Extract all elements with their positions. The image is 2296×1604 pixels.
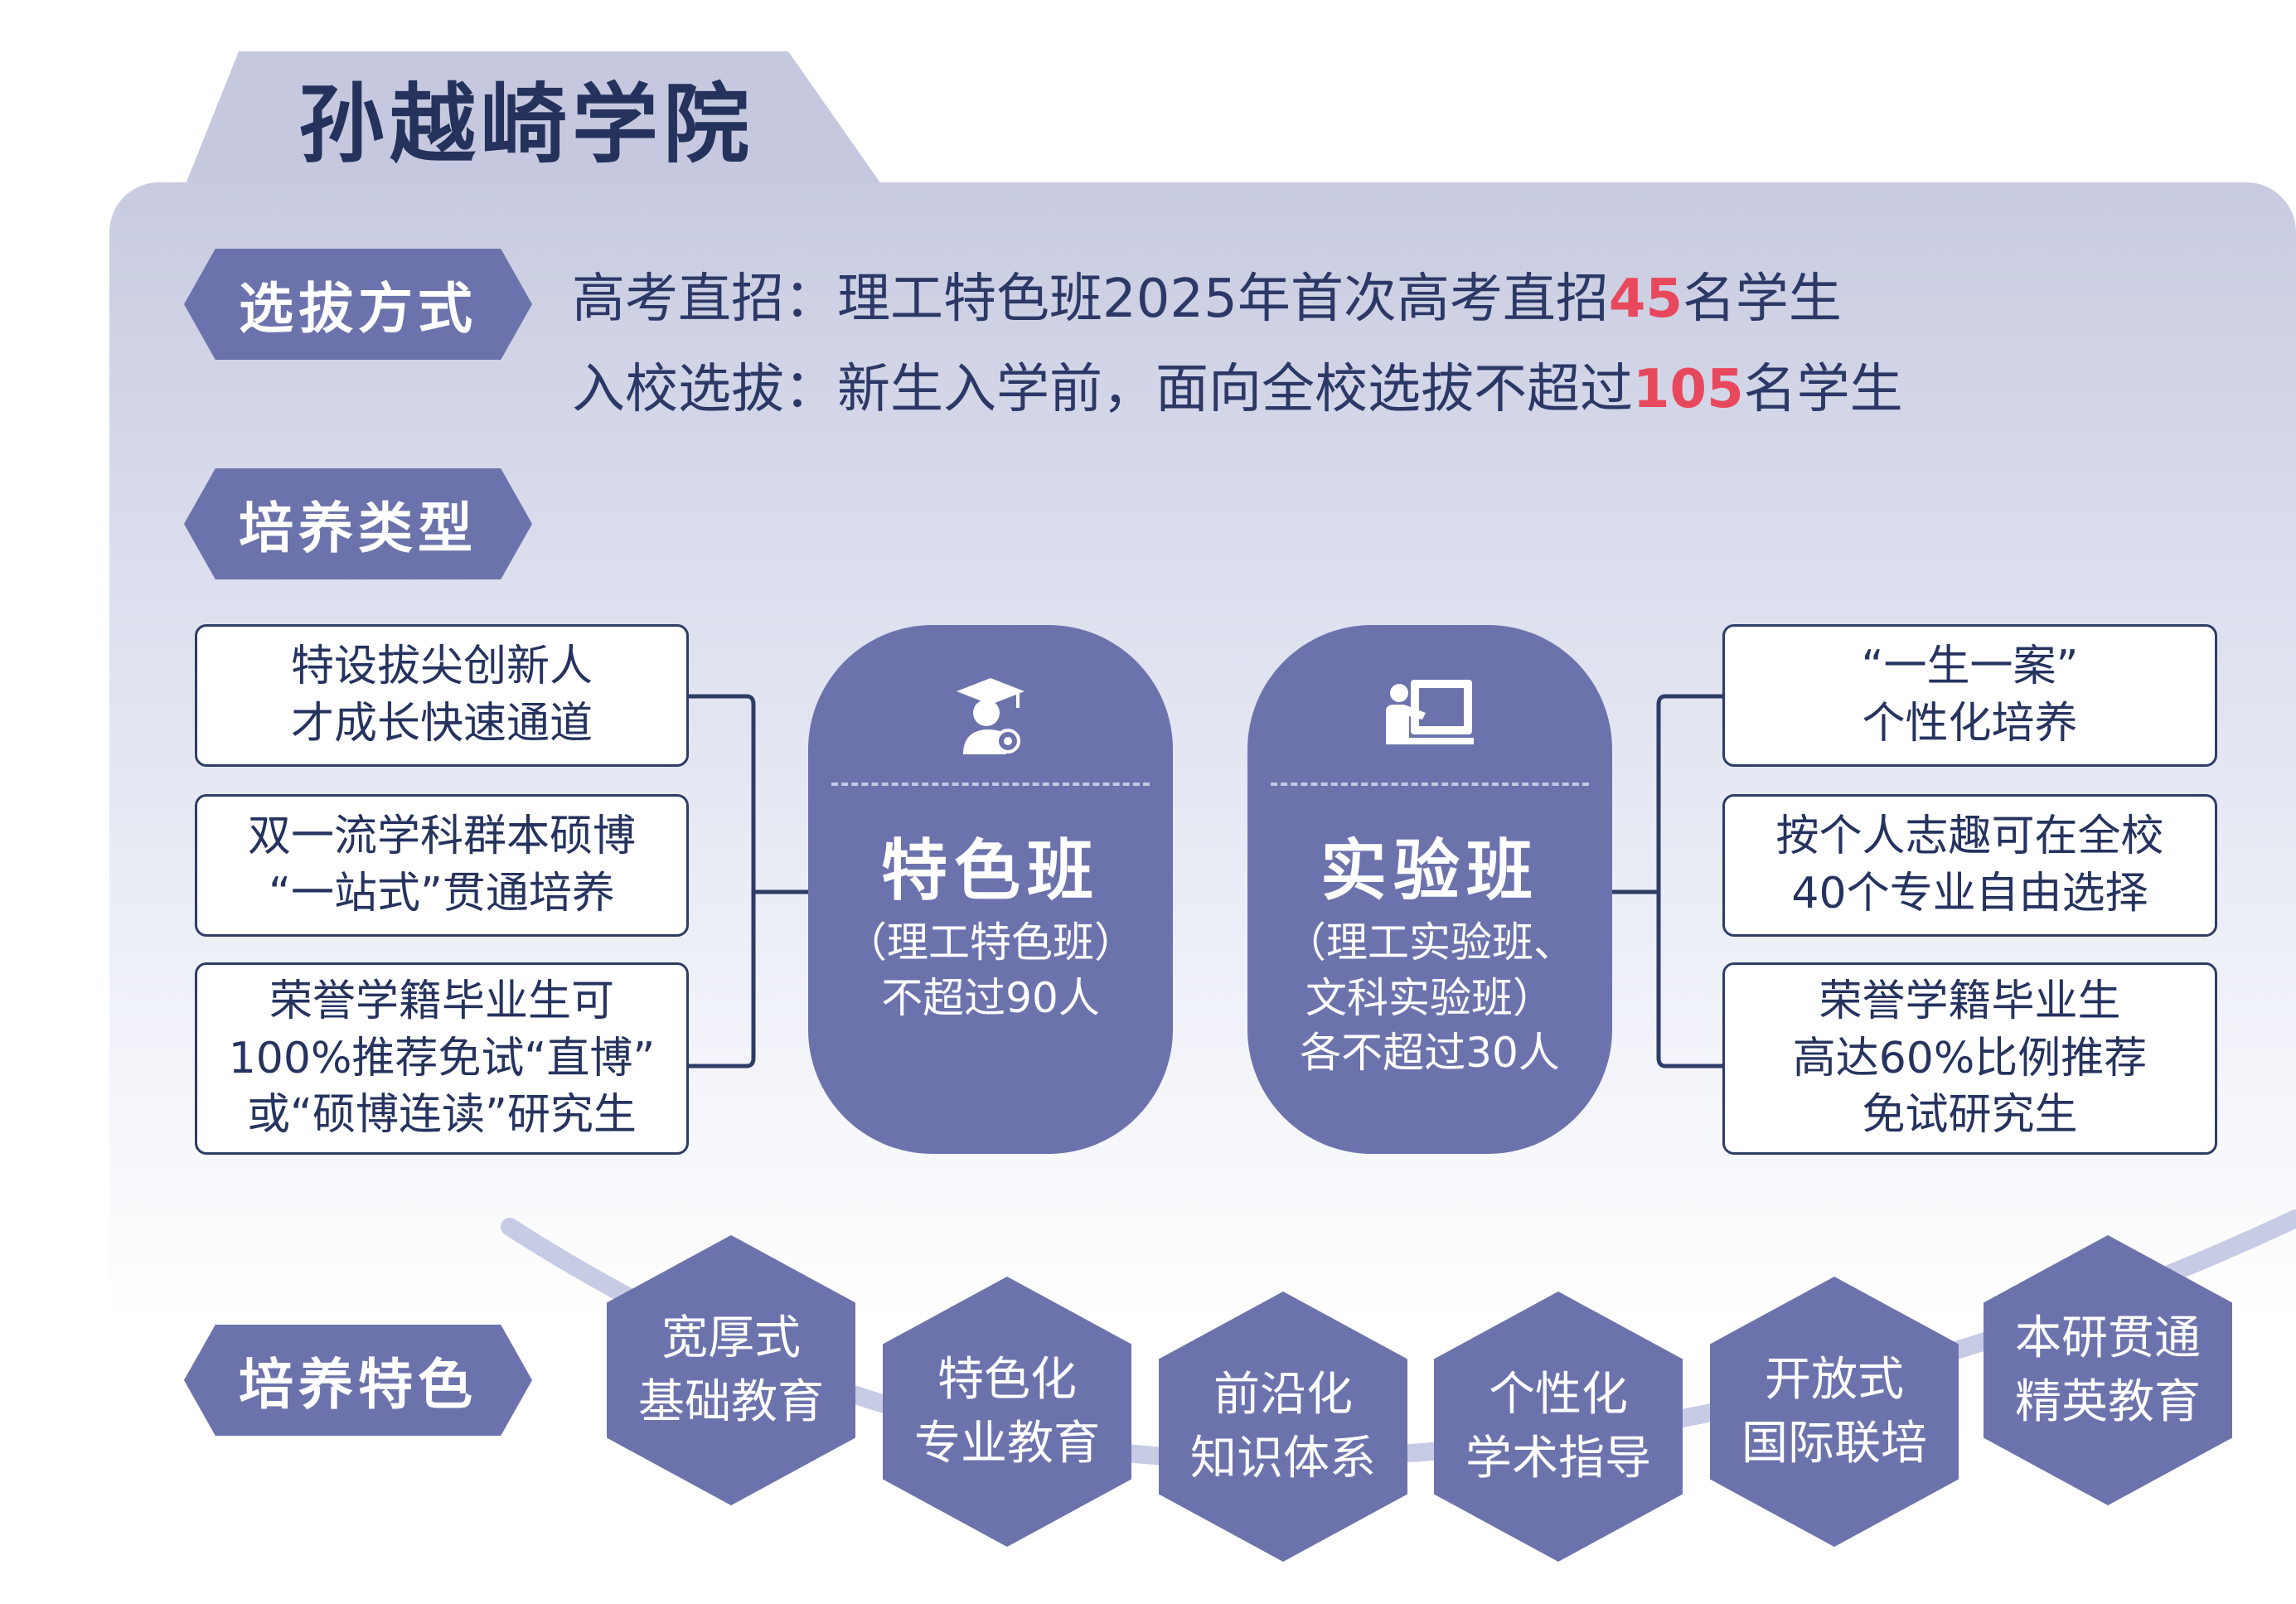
feature-hexagon: 个性化 学术指导 [1434,1291,1683,1562]
selection-number: 45 [1608,269,1683,330]
divider [831,783,1150,786]
right-feature-box: 按个人志趣可在全校 40个专业自由选择 [1722,794,2217,937]
selection-line-1: 高考直招：理工特色班2025年首次高考直招45名学生 [572,268,1842,332]
section-label-features: 培养特色 [184,1325,532,1436]
left-connector [689,694,810,1069]
feature-hexagon: 特色化 专业教育 [883,1277,1131,1547]
left-feature-box: 特设拔尖创新人 才成长快速通道 [195,624,689,767]
selection-line-suffix: 名学生 [1743,359,1903,420]
class-card-experimental: 实验班 （理工实验班、 文科实验班） 各不超过30人 [1247,625,1612,1154]
feature-hexagon: 本研贯通 精英教育 [1984,1235,2232,1505]
class-card-special: 特色班 （理工特色班） 不超过90人 [808,625,1173,1154]
section-label-training-types: 培养类型 [184,468,532,579]
selection-line-text: 高考直招：理工特色班2025年首次高考直招 [572,269,1609,330]
right-connector [1612,694,1724,1069]
class-title: 实验班 [1320,832,1539,909]
section-label-selection: 选拔方式 [184,249,532,360]
divider [1271,783,1589,786]
graduate-icon [957,678,1024,754]
selection-line-2: 入校选拔：新生入学前，面向全校选拔不超过105名学生 [572,358,1903,422]
left-feature-box: 荣誉学籍毕业生可 100%推荐免试“直博” 或“硕博连读”研究生 [195,962,689,1155]
feature-hexagon: 开放式 国际联培 [1710,1277,1959,1547]
class-title: 特色班 [881,832,1100,909]
feature-hexagon: 前沿化 知识体系 [1159,1291,1407,1562]
title-tab [182,51,887,192]
selection-number: 105 [1633,359,1744,420]
selection-line-suffix: 名学生 [1682,269,1842,330]
teacher-board-icon [1386,680,1474,744]
class-subtitle: （理工实验班、 文科实验班） 各不超过30人 [1285,918,1575,1077]
class-subtitle: （理工特色班） 不超过90人 [845,918,1136,1022]
right-feature-box: 荣誉学籍毕业生 高达60%比例推荐 免试研究生 [1722,962,2217,1155]
feature-hexagon: 宽厚式 基础教育 [607,1235,855,1505]
right-feature-box: “一生一案” 个性化培养 [1722,624,2217,767]
page-title: 孙越崎学院 [298,74,755,175]
selection-line-text: 入校选拔：新生入学前，面向全校选拔不超过 [572,359,1633,420]
left-feature-box: 双一流学科群本硕博 “一站式”贯通培养 [195,794,689,937]
